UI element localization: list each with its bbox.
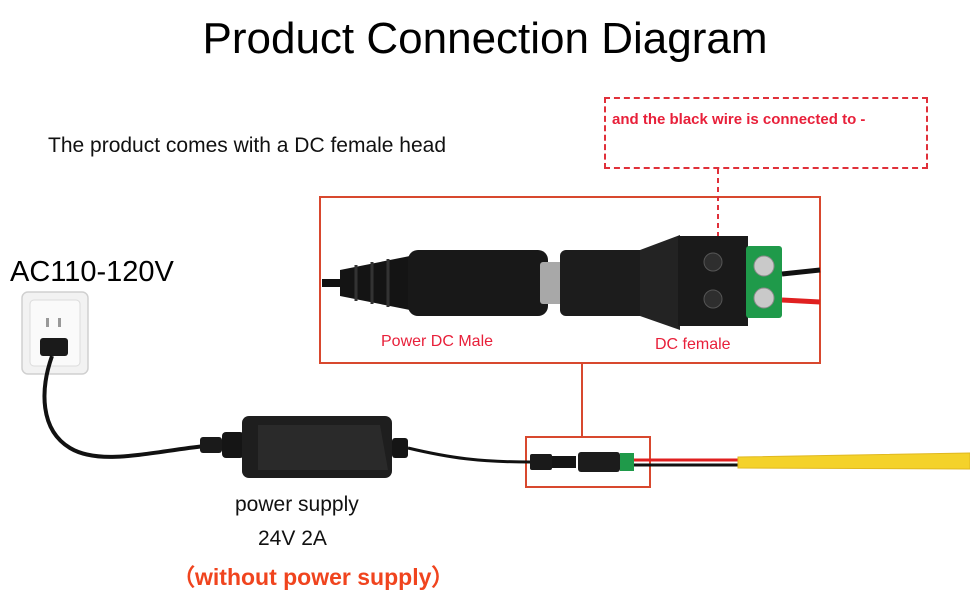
subtitle: The product comes with a DC female head: [48, 134, 447, 157]
dc-female-label: DC female: [655, 336, 731, 353]
small-connector-icon: [530, 452, 634, 472]
callout-box: [604, 97, 928, 169]
input-voltage-label: AC110-120V: [10, 256, 174, 288]
diagram-title: Product Connection Diagram: [202, 14, 768, 63]
callout-text: and the black wire is connected to -: [612, 111, 866, 128]
power-supply-note: （without power supply）: [172, 564, 455, 590]
dc-cable: [407, 446, 531, 464]
power-supply-rating: 24V 2A: [258, 527, 327, 550]
zoom-male-connector-icon: [322, 250, 564, 316]
wall-outlet-icon: [21, 291, 89, 375]
led-strip: [737, 452, 970, 470]
power-supply-label: power supply: [235, 493, 359, 516]
plug-cable: [42, 355, 206, 459]
power-supply-brick: [200, 416, 408, 478]
power-dc-male-label: Power DC Male: [381, 333, 494, 350]
zoom-female-connector-icon: [560, 235, 821, 330]
